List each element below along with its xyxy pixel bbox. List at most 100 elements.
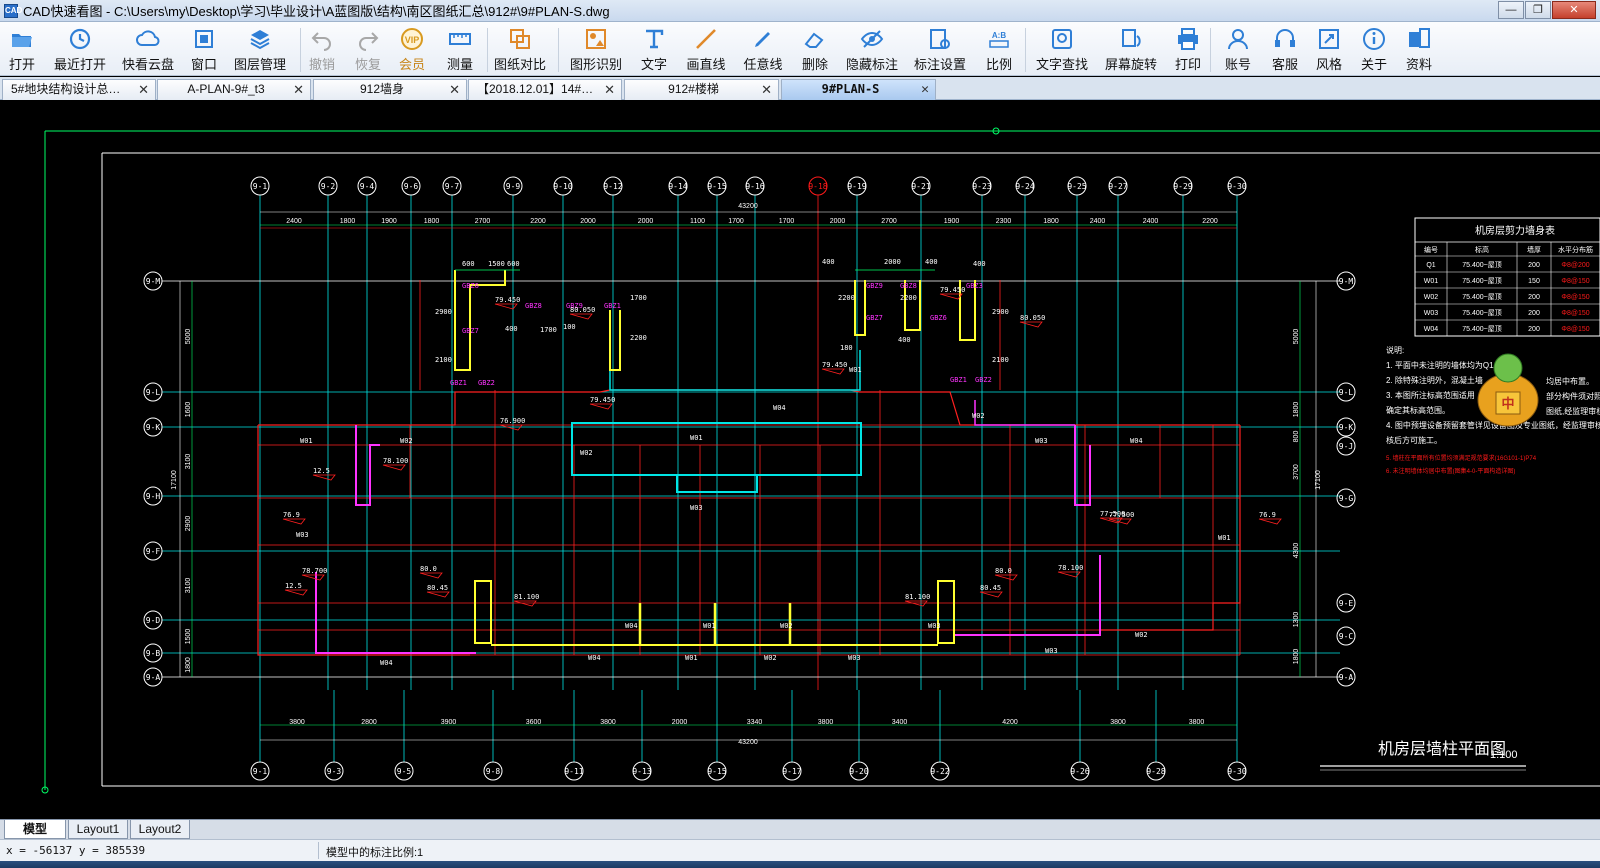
axis-label: 9-D <box>146 616 161 625</box>
axis-label: 9-29 <box>1173 182 1192 191</box>
dimension-text: 2700 <box>475 218 491 225</box>
recent-button[interactable]: 最近打开 <box>54 26 106 74</box>
elevation-marker: 76.9 <box>1259 511 1276 519</box>
local-dimension: 180 <box>840 344 853 352</box>
layout-tab[interactable]: Layout2 <box>130 820 190 839</box>
document-tab[interactable]: 5#地块结构设计总说…✕ <box>2 79 156 100</box>
axis-bubble <box>564 761 584 781</box>
axis-label: 9-30 <box>1227 182 1246 191</box>
dimension-text: 2200 <box>1202 218 1218 225</box>
axis-label: 9-M <box>146 277 161 286</box>
local-dimension: 400 <box>822 258 835 266</box>
hide-label: 隐藏标注 <box>846 57 899 72</box>
axis-bubble <box>357 176 377 196</box>
document-tab[interactable]: 【2018.12.01】14#15…✕ <box>468 79 622 100</box>
axis-label: 9-25 <box>1067 182 1086 191</box>
axis-label: 9-10 <box>553 182 572 191</box>
elevation-marker: 80.050 <box>1020 314 1045 322</box>
markset-button[interactable]: 标注设置 <box>914 26 966 74</box>
delete-button[interactable]: 删除 <box>791 26 839 74</box>
axis-label: 9-2 <box>321 182 336 191</box>
dimension-text: 2400 <box>286 218 302 225</box>
about-button[interactable]: 关于 <box>1350 26 1398 74</box>
elevation-symbol <box>1258 518 1282 525</box>
cloud-button[interactable]: 快看云盘 <box>122 26 174 74</box>
wall-label: W02 <box>764 654 777 662</box>
axis-label: 9-24 <box>1015 182 1034 191</box>
hide-button[interactable]: 隐藏标注 <box>846 26 899 74</box>
tab-close-icon[interactable]: ✕ <box>449 82 460 97</box>
document-tab[interactable]: A-PLAN-9#_t3✕ <box>157 79 311 100</box>
rotate-button[interactable]: 屏幕旋转 <box>1105 26 1157 74</box>
text-icon <box>641 26 667 52</box>
dimension-text: 1800 <box>424 218 440 225</box>
elevation-marker: 80.050 <box>570 306 595 314</box>
printer-icon <box>1175 26 1201 52</box>
note-text-red: 6. 未注明墙体均居中布置(图集4-0-平面构造详图) <box>1386 467 1515 475</box>
dimension-text: 3600 <box>526 719 542 726</box>
axis-label: 9-E <box>1339 599 1354 608</box>
axis-label: 9-17 <box>782 767 801 776</box>
dimension-text: 1900 <box>944 218 960 225</box>
wall-label: W02 <box>972 412 985 420</box>
local-dimension: 2200 <box>838 294 855 302</box>
local-dimension: 2200 <box>900 294 917 302</box>
table-cell: 75.400~屋顶 <box>1462 309 1502 317</box>
layout-tab[interactable]: 模型 <box>4 820 66 839</box>
account-button[interactable]: 账号 <box>1214 26 1262 74</box>
building-outline <box>1100 425 1241 631</box>
tab-close-icon[interactable]: ✕ <box>761 82 772 97</box>
style-button[interactable]: 风格 <box>1305 26 1353 74</box>
measure-button[interactable]: 测量 <box>436 26 484 74</box>
tab-close-icon[interactable]: ✕ <box>293 82 304 97</box>
layers-button[interactable]: 图层管理 <box>234 26 286 74</box>
print-button[interactable]: 打印 <box>1164 26 1212 74</box>
text-button[interactable]: 文字 <box>630 26 678 74</box>
compare-button[interactable]: 图纸对比 <box>494 26 546 74</box>
layout-tab[interactable]: Layout1 <box>68 820 128 839</box>
close-window-button[interactable]: ✕ <box>1552 1 1596 19</box>
recognize-button[interactable]: 图形识别 <box>570 26 622 74</box>
window-button[interactable]: 窗口 <box>180 26 228 74</box>
line-button[interactable]: 画直线 <box>682 26 730 74</box>
document-tab[interactable]: 912墙身✕ <box>313 79 467 100</box>
axis-label: 9-J <box>1339 442 1353 451</box>
dimension-text: 2000 <box>580 218 596 225</box>
local-dimension: 2000 <box>884 258 901 266</box>
axis-bubble <box>782 761 802 781</box>
dimension-text: 3800 <box>600 719 616 726</box>
wall-label: W02 <box>1135 631 1148 639</box>
column-label: GBZ1 <box>950 376 967 384</box>
resources-button[interactable]: 资料 <box>1395 26 1443 74</box>
open-button[interactable]: 打开 <box>0 26 46 74</box>
axis-bubble <box>553 176 573 196</box>
dimension-text: 1800 <box>1293 649 1300 665</box>
axis-bubble <box>1227 761 1247 781</box>
axis-label: 9-3 <box>327 767 342 776</box>
freeline-button[interactable]: 任意线 <box>739 26 787 74</box>
document-tab[interactable]: 9#PLAN-S ✕ <box>781 79 936 100</box>
tab-close-icon[interactable]: ✕ <box>138 82 149 97</box>
table-cell: W01 <box>1424 278 1439 285</box>
status-bar: x = -56137 y = 385539 模型中的标注比例:1 <box>0 839 1600 861</box>
tab-label: 9#PLAN-S <box>821 82 880 96</box>
ratio-label: 比例 <box>985 57 1012 72</box>
maximize-button[interactable]: ❐ <box>1525 1 1551 19</box>
document-tab[interactable]: 912#楼梯✕ <box>624 79 779 100</box>
elevation-symbol <box>282 518 306 525</box>
tab-close-icon[interactable]: ✕ <box>604 82 615 97</box>
axis-label: 9-A <box>1339 673 1354 682</box>
tab-close-icon[interactable]: ✕ <box>921 82 929 97</box>
note-text: 3. 本图所注标高范围适用 <box>1386 390 1475 400</box>
minimize-button[interactable]: — <box>1498 1 1524 19</box>
elevation-marker: 81.100 <box>514 593 539 601</box>
print-label: 打印 <box>1174 57 1201 72</box>
elevation-marker: 78.100 <box>383 457 408 465</box>
findtext-button[interactable]: 文字查找 <box>1036 26 1088 74</box>
service-button[interactable]: 客服 <box>1261 26 1309 74</box>
